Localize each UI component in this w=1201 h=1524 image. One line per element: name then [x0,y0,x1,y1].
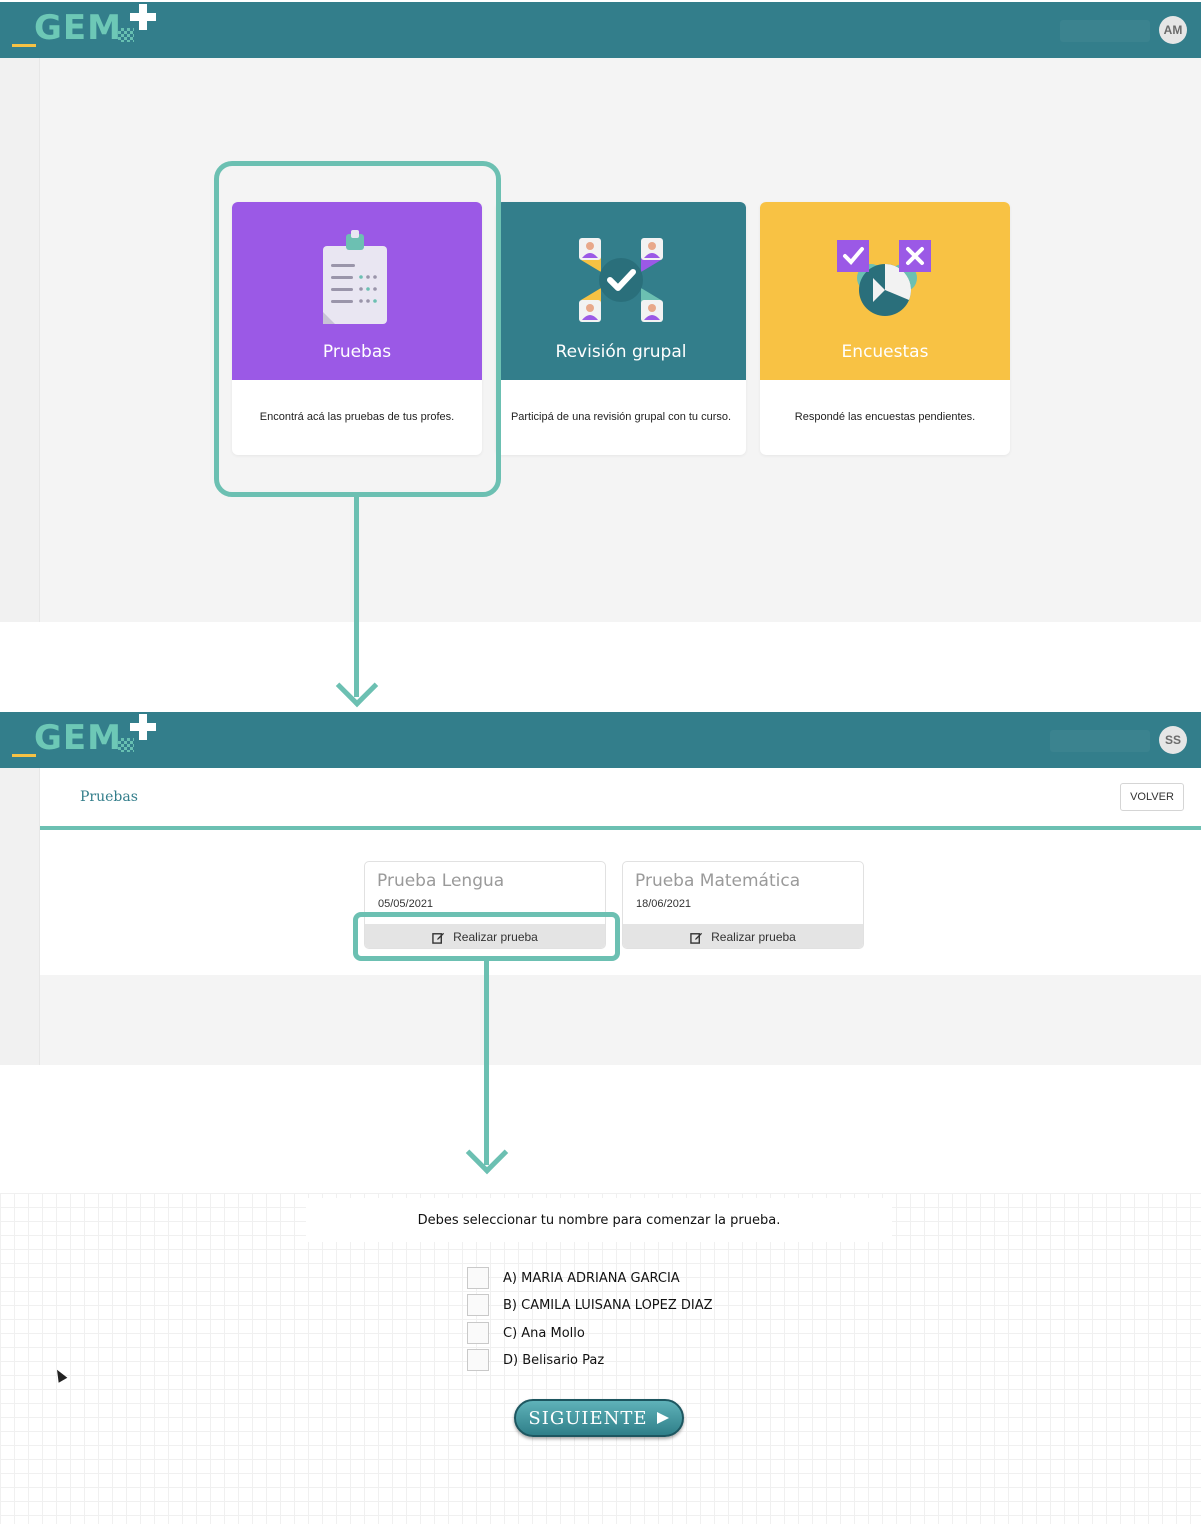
highlight-take-test [353,912,620,961]
divider [40,826,1201,830]
play-icon [656,1412,669,1424]
survey-icon [837,240,931,316]
option-checkbox[interactable] [467,1294,489,1316]
take-test-label: Realizar prueba [711,930,796,944]
name-selection-panel [0,1193,1201,1524]
card-pruebas[interactable]: Pruebas Encontrá acá las pruebas de tus … [232,202,482,455]
breadcrumb[interactable]: Pruebas [80,789,138,805]
test-name: Prueba Lengua [377,871,505,891]
test-card-matematica: Prueba Matemática 18/06/2021 Realizar pr… [622,861,864,949]
logo-text: GEM [34,8,122,48]
avatar[interactable]: AM [1159,16,1187,44]
gem-logo[interactable]: GEM [12,4,162,52]
card-pruebas-header: Pruebas [232,202,482,380]
header-placeholder [1060,20,1150,42]
next-button[interactable]: SIGUIENTE [514,1399,684,1437]
edit-icon [690,932,703,944]
card-revision-header: Revisión grupal [496,202,746,380]
card-encuestas-header: Encuestas [760,202,1010,380]
clipboard-icon [323,230,387,324]
next-button-label: SIGUIENTE [528,1407,648,1429]
test-date: 18/06/2021 [636,898,692,910]
prompt-text: Debes seleccionar tu nombre para comenza… [306,1198,892,1242]
card-title: Revisión grupal [555,342,687,362]
highlight-pruebas-card [214,161,501,497]
connector-line [484,961,489,1165]
avatar[interactable]: SS [1159,726,1187,754]
gem-logo[interactable]: GEM [12,714,162,762]
header-placeholder [1050,730,1150,752]
option-checkbox[interactable] [467,1267,489,1289]
back-button[interactable]: VOLVER [1120,783,1184,811]
card-title: Pruebas [322,342,392,362]
header-bar: GEM AM [0,2,1201,58]
logo-underscore [12,754,36,757]
edit-icon [432,932,445,944]
option-checkbox[interactable] [467,1349,489,1371]
option-checkbox[interactable] [467,1322,489,1344]
card-title: Encuestas [841,342,929,362]
connector-line [354,497,359,697]
test-card-lengua: Prueba Lengua 05/05/2021 Realizar prueba [364,861,606,949]
take-test-button[interactable]: Realizar prueba [623,924,863,948]
option-label: D) Belisario Paz [503,1352,605,1368]
option-label: B) CAMILA LUISANA LOPEZ DIAZ [503,1297,713,1313]
logo-pixels [118,28,134,42]
card-revision-grupal[interactable]: Revisión grupal Participá de una revisió… [496,202,746,455]
option-d[interactable]: D) Belisario Paz [467,1349,604,1371]
test-date: 05/05/2021 [378,898,434,910]
option-b[interactable]: B) CAMILA LUISANA LOPEZ DIAZ [467,1294,713,1316]
tests-content [40,768,1201,975]
take-test-label: Realizar prueba [453,930,538,944]
option-a[interactable]: A) MARIA ADRIANA GARCIA [467,1267,680,1289]
option-label: C) Ana Mollo [503,1325,585,1341]
card-description: Encontrá acá las pruebas de tus profes. [259,411,455,423]
option-label: A) MARIA ADRIANA GARCIA [503,1270,680,1286]
test-name: Prueba Matemática [635,871,801,891]
logo-text: GEM [34,718,122,758]
option-c[interactable]: C) Ana Mollo [467,1322,585,1344]
header-bar: GEM SS [0,712,1201,768]
arrow-down-icon [335,664,379,708]
plus-icon [130,714,156,740]
left-sidebar [0,768,40,1065]
arrow-down-icon [465,1131,509,1175]
card-description: Participá de una revisión grupal con tu … [510,411,732,423]
card-encuestas[interactable]: Encuestas Respondé las encuestas pendien… [760,202,1010,455]
take-test-button[interactable]: Realizar prueba [365,924,605,948]
group-review-icon [579,238,663,322]
plus-icon [130,4,156,30]
left-sidebar [0,58,40,622]
logo-underscore [12,44,36,47]
logo-pixels [118,738,134,752]
card-description: Respondé las encuestas pendientes. [794,411,976,423]
